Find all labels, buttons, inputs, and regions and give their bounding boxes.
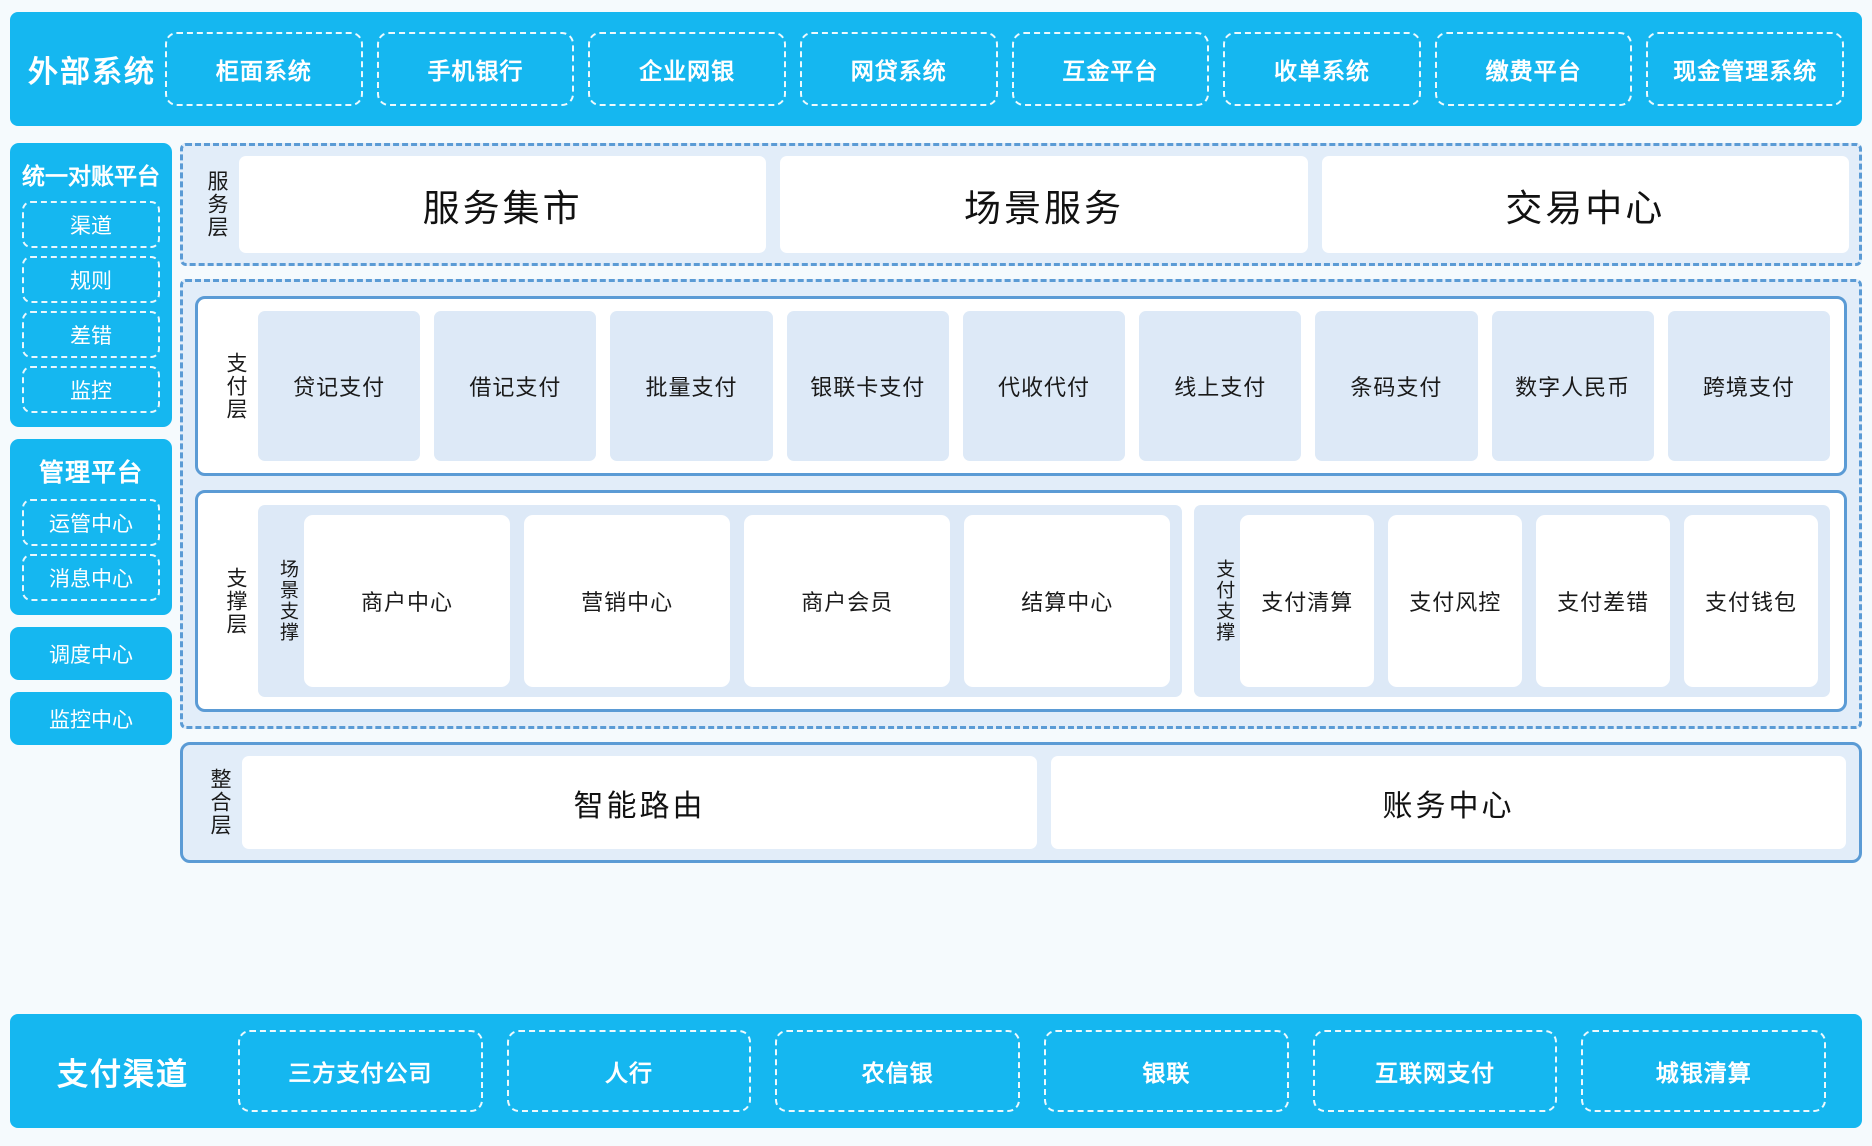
payment-item-debit[interactable]: 借记支付 (434, 311, 597, 461)
monitoring-center-button[interactable]: 监控中心 (10, 692, 172, 745)
service-layer-zone: 服务层 服务集市 场景服务 交易中心 (180, 143, 1862, 266)
payment-channel-city-bank-clearing[interactable]: 城银清算 (1581, 1030, 1827, 1112)
integration-layer-panel: 整合层 智能路由 账务中心 (180, 742, 1862, 863)
scene-item-marketing-center[interactable]: 营销中心 (524, 515, 731, 687)
service-item-marketplace[interactable]: 服务集市 (239, 156, 767, 253)
integration-layer-items: 智能路由 账务中心 (242, 756, 1846, 849)
payment-channel-third-party[interactable]: 三方支付公司 (238, 1030, 483, 1112)
payment-layer-panel: 支付层 贷记支付 借记支付 批量支付 银联卡支付 代收代付 线上支付 条码支付 … (195, 296, 1847, 476)
external-system-item[interactable]: 缴费平台 (1434, 32, 1633, 106)
support-layer-label: 支撑层 (224, 566, 248, 636)
payment-support-label: 支付支撑 (1213, 559, 1235, 643)
payment-item-online[interactable]: 线上支付 (1139, 311, 1302, 461)
reconciliation-platform-card: 统一对账平台 渠道 规则 差错 监控 (10, 143, 172, 427)
payment-channel-pboc[interactable]: 人行 (506, 1030, 752, 1112)
payment-support-item-clearing[interactable]: 支付清算 (1240, 515, 1375, 687)
integration-item-accounting-center[interactable]: 账务中心 (1051, 756, 1846, 849)
payment-support-item-risk-control[interactable]: 支付风控 (1388, 515, 1523, 687)
payment-channel-unionpay[interactable]: 银联 (1044, 1030, 1289, 1112)
payment-support-items: 支付清算 支付风控 支付差错 支付钱包 (1240, 515, 1819, 687)
reconciliation-platform-title: 统一对账平台 (22, 163, 160, 189)
external-system-item[interactable]: 手机银行 (376, 32, 575, 106)
payment-item-credit[interactable]: 贷记支付 (258, 311, 421, 461)
reconciliation-item-rule[interactable]: 规则 (22, 256, 160, 303)
external-systems-bar: 外部系统 柜面系统 手机银行 企业网银 网贷系统 互金平台 收单系统 缴费平台 … (10, 12, 1862, 126)
external-system-item[interactable]: 现金管理系统 (1646, 32, 1844, 106)
external-system-item[interactable]: 收单系统 (1223, 32, 1421, 106)
payment-channels-bar: 支付渠道 三方支付公司 人行 农信银 银联 互联网支付 城银清算 (10, 1014, 1862, 1128)
management-item-operations-center[interactable]: 运管中心 (22, 499, 160, 546)
payment-channel-internet-payment[interactable]: 互联网支付 (1312, 1030, 1558, 1112)
support-layer-panel: 支撑层 场景支撑 商户中心 营销中心 商户会员 结算中心 支付支撑 支付清算 (195, 490, 1847, 712)
external-system-item[interactable]: 企业网银 (588, 32, 786, 106)
integration-layer-label: 整合层 (208, 768, 232, 837)
scene-support-items: 商户中心 营销中心 商户会员 结算中心 (304, 515, 1171, 687)
scene-support-group: 场景支撑 商户中心 营销中心 商户会员 结算中心 (258, 505, 1183, 697)
service-layer-items: 服务集市 场景服务 交易中心 (239, 156, 1849, 253)
scene-support-label: 场景支撑 (276, 559, 298, 643)
service-item-scenario[interactable]: 场景服务 (780, 156, 1308, 253)
scene-item-merchant-member[interactable]: 商户会员 (744, 515, 951, 687)
payment-channel-rcc[interactable]: 农信银 (775, 1030, 1021, 1112)
reconciliation-item-monitor[interactable]: 监控 (22, 366, 160, 413)
payment-item-barcode[interactable]: 条码支付 (1315, 311, 1478, 461)
payment-item-collection-payment[interactable]: 代收代付 (962, 311, 1126, 461)
payment-item-unionpay-card[interactable]: 银联卡支付 (786, 311, 949, 461)
reconciliation-item-channel[interactable]: 渠道 (22, 201, 160, 248)
integration-item-smart-routing[interactable]: 智能路由 (242, 756, 1037, 849)
scene-item-settlement-center[interactable]: 结算中心 (964, 515, 1171, 687)
management-platform-card: 管理平台 运管中心 消息中心 (10, 439, 172, 615)
external-system-item[interactable]: 网贷系统 (799, 32, 998, 106)
management-item-message-center[interactable]: 消息中心 (22, 554, 160, 601)
external-systems-title: 外部系统 (28, 56, 156, 89)
main-architecture-column: 服务层 服务集市 场景服务 交易中心 支付层 贷记支付 借记支付 批量支付 银联… (180, 143, 1862, 863)
payment-item-digital-rmb[interactable]: 数字人民币 (1491, 311, 1654, 461)
reconciliation-item-error[interactable]: 差错 (22, 311, 160, 358)
management-platform-title: 管理平台 (38, 459, 143, 487)
support-layer-groups: 场景支撑 商户中心 营销中心 商户会员 结算中心 支付支撑 支付清算 支付风控 … (258, 505, 1830, 697)
scene-item-merchant-center[interactable]: 商户中心 (304, 515, 511, 687)
payment-item-batch[interactable]: 批量支付 (610, 311, 773, 461)
external-system-item[interactable]: 互金平台 (1011, 32, 1210, 106)
payment-support-group: 支付支撑 支付清算 支付风控 支付差错 支付钱包 (1194, 505, 1830, 697)
payment-layer-items: 贷记支付 借记支付 批量支付 银联卡支付 代收代付 线上支付 条码支付 数字人民… (258, 311, 1830, 461)
payment-support-item-exception[interactable]: 支付差错 (1536, 515, 1671, 687)
external-systems-items: 柜面系统 手机银行 企业网银 网贷系统 互金平台 收单系统 缴费平台 现金管理系… (165, 12, 1844, 126)
payment-layer-label: 支付层 (224, 351, 248, 421)
scheduling-center-button[interactable]: 调度中心 (10, 627, 172, 680)
service-layer-label: 服务层 (205, 170, 229, 239)
payment-channels-title: 支付渠道 (57, 1056, 189, 1092)
payment-item-cross-border[interactable]: 跨境支付 (1667, 311, 1830, 461)
external-system-item[interactable]: 柜面系统 (165, 32, 363, 106)
service-item-transaction-center[interactable]: 交易中心 (1321, 156, 1849, 253)
left-sidebar: 统一对账平台 渠道 规则 差错 监控 管理平台 运管中心 消息中心 调度中心 监… (10, 143, 172, 757)
payment-channels-items: 三方支付公司 人行 农信银 银联 互联网支付 城银清算 (238, 1014, 1844, 1128)
core-layers-zone: 支付层 贷记支付 借记支付 批量支付 银联卡支付 代收代付 线上支付 条码支付 … (180, 279, 1862, 729)
payment-support-item-wallet[interactable]: 支付钱包 (1684, 515, 1819, 687)
